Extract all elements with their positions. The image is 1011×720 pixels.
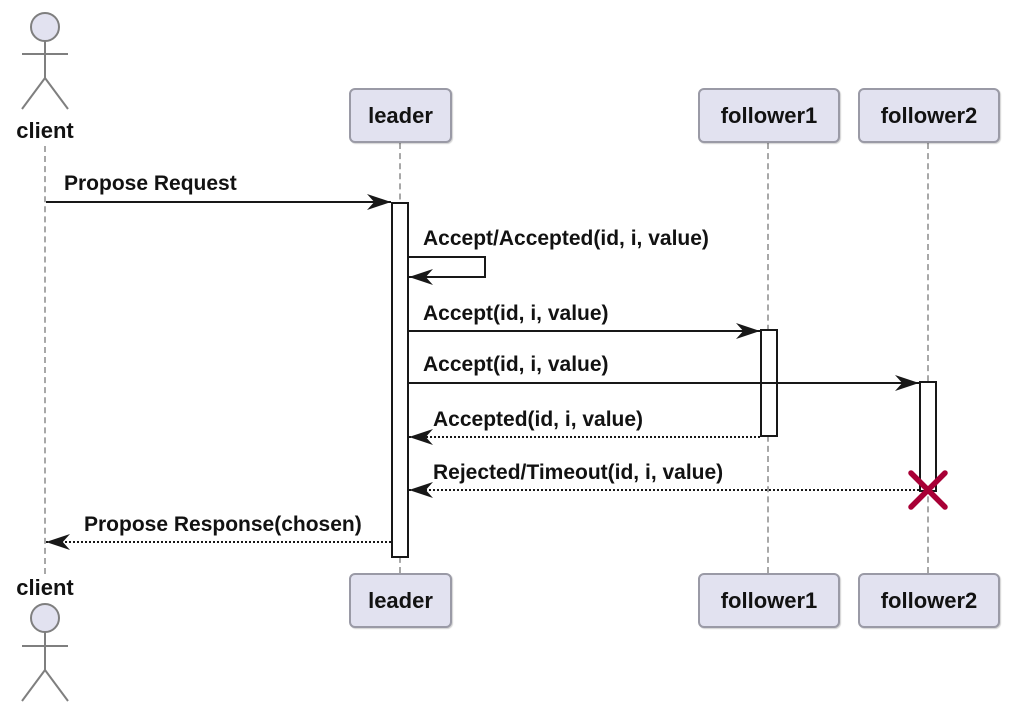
lifeline-follower2 (927, 143, 929, 573)
message-rejected-timeout-label: Rejected/Timeout(id, i, value) (433, 461, 724, 484)
participant-follower1-top-label: follower1 (720, 102, 818, 128)
message-self-accept-label: Accept/Accepted(id, i, value) (423, 227, 709, 250)
message-propose-request-line (46, 201, 391, 203)
actor-client-top-label: client (16, 118, 74, 143)
actor-icon (21, 603, 69, 702)
participant-leader-top-label: leader (368, 102, 433, 128)
message-propose-response-line (46, 541, 391, 543)
message-propose-response-label: Propose Response(chosen) (84, 513, 362, 536)
message-propose-request-label: Propose Request (64, 172, 237, 195)
participant-follower2-bottom-label: follower2 (880, 587, 978, 613)
participant-follower2-top: follower2 (858, 88, 1000, 143)
lifeline-client (44, 146, 46, 574)
participant-follower1-top: follower1 (698, 88, 840, 143)
message-accepted-line (409, 436, 760, 438)
participant-follower1-bottom-label: follower1 (720, 587, 818, 613)
self-message-right-line (484, 256, 486, 278)
actor-client-bottom-label: client (16, 575, 74, 600)
message-rejected-timeout-line (409, 489, 919, 491)
participant-follower1-bottom: follower1 (698, 573, 840, 628)
message-accept-f2-line (409, 382, 919, 384)
participant-leader-bottom-label: leader (368, 587, 433, 613)
message-accept-f2-label: Accept(id, i, value) (423, 353, 609, 376)
message-accept-f1-label: Accept(id, i, value) (423, 302, 609, 325)
participant-follower2-bottom: follower2 (858, 573, 1000, 628)
destroy-x-icon (908, 470, 948, 510)
participant-leader-bottom: leader (349, 573, 452, 628)
self-message-bottom-line (409, 276, 486, 278)
actor-icon (21, 12, 69, 110)
activation-leader (391, 202, 409, 558)
message-accept-f1-line (409, 330, 760, 332)
self-message-top-line (409, 256, 486, 258)
participant-follower2-top-label: follower2 (880, 102, 978, 128)
participant-leader-top: leader (349, 88, 452, 143)
message-accepted-label: Accepted(id, i, value) (433, 408, 644, 431)
